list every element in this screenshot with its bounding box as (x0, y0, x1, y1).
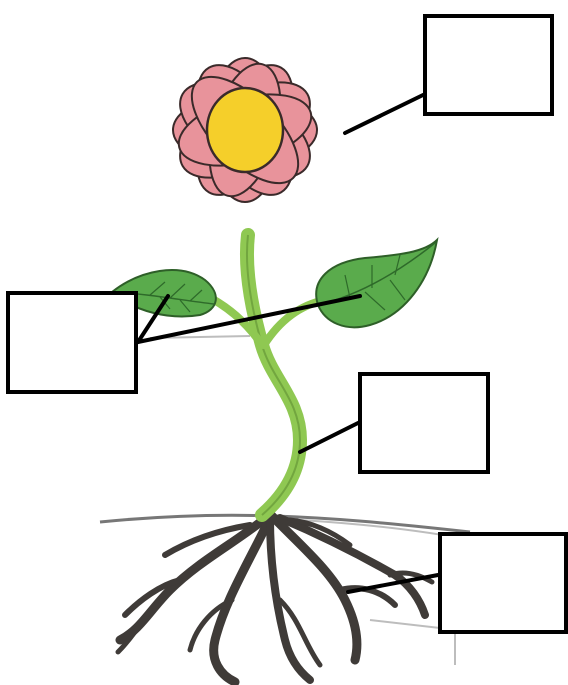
stem (247, 235, 300, 515)
roots (118, 516, 432, 682)
stem-pointer-line (300, 423, 358, 452)
right-leaf (316, 240, 437, 327)
flower-label-box[interactable] (423, 14, 554, 116)
stem-label-box[interactable] (358, 372, 490, 474)
flower-pointer-line (345, 95, 423, 133)
flower-center (207, 88, 283, 172)
roots-label-box[interactable] (438, 532, 568, 634)
leaf-label-box[interactable] (6, 291, 138, 394)
